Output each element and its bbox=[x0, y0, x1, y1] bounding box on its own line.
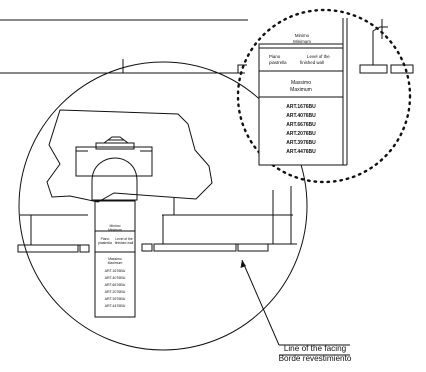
detail-wall-label: Level of the bbox=[307, 54, 330, 59]
detail-plane-label: Piano bbox=[269, 54, 281, 59]
detail-art-6: ART.4476BU bbox=[286, 149, 316, 155]
card-wall-label-2: finished wall bbox=[115, 241, 134, 245]
detail-tile-2 bbox=[390, 64, 414, 74]
drain-body bbox=[75, 146, 153, 177]
leader-line bbox=[241, 259, 280, 346]
detail-wall-label-2: finished wall bbox=[300, 60, 324, 65]
detail-plane-label-2: piastrella bbox=[269, 60, 287, 65]
detail-art-1: ART.1676BU bbox=[286, 104, 316, 110]
card-art-1: ART.1676BU bbox=[105, 269, 126, 273]
detail-drain-corner bbox=[372, 26, 388, 65]
card-minimum-en: Minimum bbox=[108, 228, 122, 232]
detail-minimum-en: Minimum bbox=[293, 39, 311, 44]
right-tile-small bbox=[141, 243, 153, 252]
detail-maximum-en: Maximum bbox=[290, 87, 312, 93]
facing-line-label: Line of the facing bbox=[284, 344, 347, 353]
leader-arrowhead bbox=[240, 260, 246, 268]
drain-grate bbox=[95, 142, 135, 150]
right-tile-2 bbox=[237, 243, 269, 252]
card-art-2: ART.4076BU bbox=[105, 276, 126, 280]
detail-maximum-label: Massimo bbox=[291, 80, 311, 86]
card-maximum-en: Maximum bbox=[108, 261, 123, 265]
right-tile bbox=[153, 243, 237, 252]
detail-tile-1 bbox=[359, 64, 388, 74]
card-minimum-label: Minimo bbox=[110, 224, 121, 228]
card-art-5: ART.3976BU bbox=[105, 297, 126, 301]
card-art-4: ART.2076BU bbox=[105, 290, 126, 294]
card-plane-label: Piano bbox=[101, 237, 110, 241]
detail-circle bbox=[236, 8, 412, 184]
card-maximum-label: Massimo bbox=[108, 257, 122, 261]
detail-art-5: ART.3976BU bbox=[286, 140, 316, 146]
channel-card bbox=[94, 200, 136, 318]
detail-minimum-label: Minimo bbox=[295, 33, 310, 38]
card-art-3: ART.6676BU bbox=[105, 283, 126, 287]
concrete-section bbox=[46, 109, 213, 203]
detail-art-2: ART.4076BU bbox=[286, 113, 316, 119]
drain-neck bbox=[91, 157, 138, 201]
card-art-6: ART.4476BU bbox=[105, 304, 126, 308]
magnifier-circle bbox=[18, 61, 308, 351]
card-wall-label: Level of the bbox=[115, 237, 133, 241]
detail-art-3: ART.6676BU bbox=[286, 122, 316, 128]
detail-art-4: ART.2076BU bbox=[286, 131, 316, 137]
left-tile-small bbox=[79, 244, 90, 253]
left-tile bbox=[17, 244, 79, 253]
card-plane-label-2: piastrella bbox=[98, 241, 112, 245]
facing-line-label-es: Borde revestimiento bbox=[279, 354, 352, 363]
